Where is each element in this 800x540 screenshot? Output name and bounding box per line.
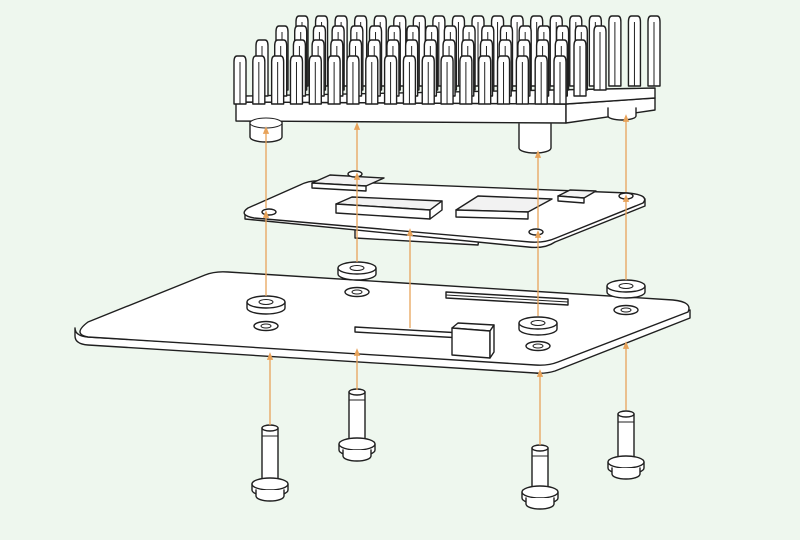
chip [455, 195, 553, 220]
compute-module [243, 170, 646, 249]
heatsink-fin [593, 25, 607, 91]
screw [521, 444, 559, 510]
screw [607, 410, 645, 480]
heatsink-fin [608, 15, 622, 87]
heatsink-fin [365, 55, 379, 105]
heatsink-fin [459, 55, 473, 105]
heatsink-fin [289, 55, 304, 105]
mounting-hole [528, 228, 544, 236]
heatsink-fin [270, 55, 285, 105]
heatsink-fin [573, 39, 587, 97]
heatsink-fin [534, 55, 548, 105]
heatsink-fin [627, 15, 642, 87]
washer [606, 279, 646, 299]
washer [337, 261, 377, 281]
mounting-hole [525, 340, 551, 352]
heatsink [233, 15, 661, 154]
screw [251, 424, 289, 502]
heatsink-fin [478, 55, 492, 105]
heatsink-fin [515, 55, 530, 105]
heatsink-fin [233, 55, 247, 105]
heatsink-fin [647, 15, 661, 87]
heatsink-fin [252, 55, 266, 105]
chip [335, 196, 443, 220]
heatsink-standoff [518, 123, 552, 154]
mounting-hole [613, 304, 639, 316]
heatsink-fin [383, 55, 398, 105]
carrier-board [74, 271, 691, 374]
heatsink-fin [402, 55, 417, 105]
chip [311, 174, 385, 192]
heatsink-standoff [607, 107, 637, 121]
chip [557, 189, 597, 204]
heatsink-fin [553, 55, 567, 105]
heatsink-fin [308, 55, 322, 105]
washer [246, 295, 286, 315]
heatsink-fin [346, 55, 360, 105]
heatsink-fin [440, 55, 454, 105]
connector-block [451, 322, 495, 359]
mounting-hole [253, 320, 279, 332]
washer [518, 316, 558, 336]
mounting-hole [347, 170, 363, 178]
screw [338, 388, 376, 462]
mounting-hole [261, 208, 277, 216]
mounting-hole [344, 286, 370, 298]
heatsink-fin [421, 55, 435, 105]
heatsink-fin [496, 55, 511, 105]
heatsink-fin [327, 55, 341, 105]
